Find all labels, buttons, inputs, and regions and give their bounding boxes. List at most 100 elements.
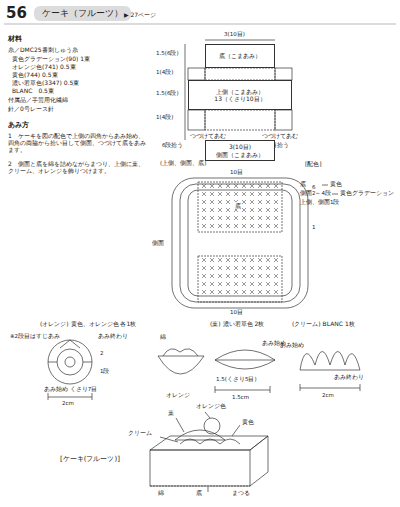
stitch-mark xyxy=(266,290,270,294)
stitch-mark xyxy=(274,290,278,294)
stitch-mark xyxy=(226,192,230,196)
stitch-mark xyxy=(234,282,238,286)
stitch-mark xyxy=(258,258,262,262)
pattern-label: 3(10目) xyxy=(224,31,245,38)
stitch-mark xyxy=(250,208,254,212)
pattern-label: 1(4段) xyxy=(156,114,173,121)
stitch-mark xyxy=(218,200,222,204)
page-title: ケーキ（フルーツ） xyxy=(34,6,131,21)
pattern-label: 10目 xyxy=(230,169,243,176)
stitch-mark xyxy=(234,266,238,270)
pattern-label: 底 xyxy=(300,181,306,188)
stitch-mark xyxy=(258,192,262,196)
pattern-label: 1.5(くさり5目) xyxy=(216,376,257,383)
material-text: 黄色グラデーション(90) 1束 xyxy=(12,55,90,62)
pattern-label: 綿 xyxy=(160,334,166,341)
pattern-label: 黄色グラデーション xyxy=(340,190,394,197)
stitch-mark xyxy=(202,258,206,262)
material-text: あみ方 xyxy=(8,121,29,129)
stitch-mark xyxy=(266,208,270,212)
stitch-mark xyxy=(210,266,214,270)
stitch-mark xyxy=(250,258,254,262)
pattern-label: 2 xyxy=(100,350,104,357)
stitch-mark xyxy=(242,290,246,294)
pattern-label: (クリーム) BLANC 1枚 xyxy=(292,320,355,327)
stitch-mark xyxy=(242,274,246,278)
pattern-piece-box: 上側（こまあみ）13（くさり10目） xyxy=(188,80,292,110)
piece-label: 3(10目) xyxy=(229,143,251,151)
stitch-mark xyxy=(250,200,254,204)
pattern-piece-box: 3(10目)側面（こまあみ） xyxy=(205,140,275,161)
stitch-mark xyxy=(202,216,206,220)
stitch-mark xyxy=(210,216,214,220)
material-text: 付属品／手芸用化繊綿 xyxy=(8,96,68,103)
stitch-mark xyxy=(250,290,254,294)
stitch-mark xyxy=(234,184,238,188)
pattern-label: 1段 xyxy=(100,368,110,375)
stitch-mark xyxy=(266,266,270,270)
stitch-mark xyxy=(250,274,254,278)
stitch-mark xyxy=(202,200,206,204)
stitch-mark xyxy=(202,290,206,294)
stitch-mark xyxy=(226,258,230,262)
pattern-label: 底 xyxy=(234,202,242,209)
pattern-label: 1.5(6段) xyxy=(156,90,179,97)
stitch-mark xyxy=(226,290,230,294)
stitch-mark xyxy=(234,258,238,262)
stitch-mark xyxy=(266,258,270,262)
stitch-mark xyxy=(226,282,230,286)
pattern-label: 側面2～4段 xyxy=(300,190,331,197)
stitch-mark xyxy=(258,216,262,220)
pattern-label: オレンジ色 xyxy=(196,403,226,410)
material-text: 2 側面と底を綿を詰めながらまつり、上側に葉、クリーム、オレンジを飾りつけます。 xyxy=(8,160,146,174)
stitch-mark xyxy=(266,200,270,204)
stitch-mark xyxy=(226,200,230,204)
pattern-label: あみ始め くさり7目 xyxy=(44,386,97,393)
stitch-mark xyxy=(258,274,262,278)
stitch-mark xyxy=(274,192,278,196)
piece-label: 側面（こまあみ） xyxy=(216,151,264,159)
piece-label: 底（こまあみ） xyxy=(219,52,261,60)
pattern-label: クリーム xyxy=(128,430,152,437)
pattern-label: 1.5cm xyxy=(232,394,249,401)
pattern-label: (オレンジ) 黄色、オレンジ色 各1枚 xyxy=(40,320,136,327)
pattern-label: [ケーキ(フルーツ)] xyxy=(60,455,120,463)
stitch-mark xyxy=(218,258,222,262)
pattern-label: 1 xyxy=(312,224,316,231)
stitch-mark xyxy=(210,282,214,286)
stitch-mark xyxy=(242,224,246,228)
pattern-label: 黄色 xyxy=(330,181,342,188)
stitch-mark xyxy=(218,224,222,228)
stitch-mark xyxy=(234,192,238,196)
stitch-mark xyxy=(226,224,230,228)
stitch-mark xyxy=(266,282,270,286)
pattern-label: 綿 xyxy=(158,490,164,497)
pattern-label: 底 xyxy=(196,490,202,497)
pattern-label: 6段拾う xyxy=(162,142,184,149)
pattern-label: 1.5(6段) xyxy=(156,50,179,57)
stitch-mark xyxy=(218,192,222,196)
stitch-mark xyxy=(242,266,246,270)
stitch-mark xyxy=(210,258,214,262)
pattern-label: 2cm xyxy=(62,400,74,407)
material-text: 糸／DMC25番刺しゅう糸 xyxy=(8,46,78,53)
stitch-mark xyxy=(202,184,206,188)
stitch-mark xyxy=(266,274,270,278)
stitch-mark xyxy=(250,282,254,286)
stitch-mark xyxy=(258,208,262,212)
stitch-mark xyxy=(274,208,278,212)
pattern-label: 1(4段) xyxy=(156,69,173,76)
material-text: 56 xyxy=(6,4,27,22)
stitch-mark xyxy=(226,266,230,270)
stitch-mark xyxy=(234,290,238,294)
stitch-mark xyxy=(274,266,278,270)
pattern-label: あみ終わり xyxy=(334,374,364,381)
stitch-mark xyxy=(250,224,254,228)
stitch-mark xyxy=(210,208,214,212)
pattern-label: つづけてあむ xyxy=(190,133,226,140)
material-text: 1 ケーキを図の配色で上側の四角からあみ始め、四角の両脇から拾い目して側面、つづ… xyxy=(8,132,146,154)
stitch-mark xyxy=(210,224,214,228)
stitch-mark xyxy=(266,216,270,220)
pattern-label: (葉) 濃い若草色 2枚 xyxy=(210,320,264,327)
stitch-mark xyxy=(234,216,238,220)
